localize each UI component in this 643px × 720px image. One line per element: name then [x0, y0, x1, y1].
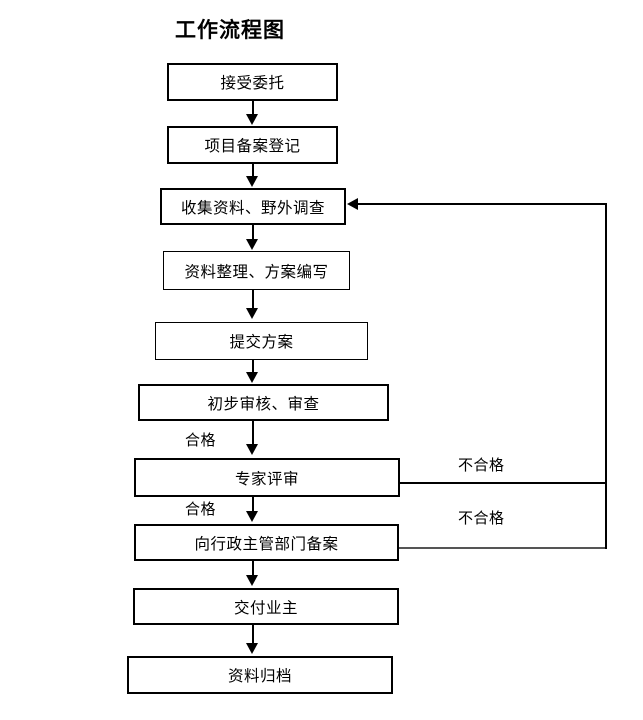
arrow-down-icon-1 — [246, 114, 258, 125]
arrow-down-icon-5 — [246, 372, 258, 383]
arrow-down-icon-9 — [246, 643, 258, 654]
connector-stem-6 — [252, 421, 254, 445]
arrow-down-icon-3 — [246, 239, 258, 250]
flow-node-project-filing-registration[interactable]: 项目备案登记 — [167, 126, 338, 164]
arrow-left-icon-feedback — [347, 198, 358, 210]
feedback-return-line-horizontal — [358, 203, 607, 205]
flow-node-expert-review[interactable]: 专家评审 — [134, 458, 400, 497]
arrow-down-icon-2 — [246, 176, 258, 187]
page-title: 工作流程图 — [175, 17, 285, 42]
arrow-down-icon-8 — [246, 575, 258, 586]
edge-label-unqualified-2: 不合格 — [456, 507, 507, 528]
connector-stem-5 — [252, 360, 254, 373]
connector-stem-8 — [252, 561, 254, 576]
arrow-down-icon-6 — [246, 444, 258, 455]
flow-node-deliver-to-owner[interactable]: 交付业主 — [133, 588, 399, 625]
flow-node-accept-entrustment[interactable]: 接受委托 — [167, 63, 338, 101]
edge-label-unqualified-1: 不合格 — [456, 454, 507, 475]
feedback-rail-vertical — [605, 204, 607, 484]
edge-label-qualified-1: 合格 — [183, 429, 219, 450]
flow-node-file-with-administrative-department[interactable]: 向行政主管部门备案 — [134, 524, 399, 561]
connector-stem-9 — [252, 625, 254, 645]
connector-stem-2 — [252, 164, 254, 177]
feedback-line-filing-horizontal — [399, 547, 607, 549]
connector-stem-7 — [252, 497, 254, 513]
connector-stem-4 — [252, 290, 254, 309]
flow-node-submit-plan[interactable]: 提交方案 — [155, 322, 368, 360]
arrow-down-icon-4 — [246, 308, 258, 319]
flow-node-archive-documents[interactable]: 资料归档 — [127, 656, 393, 694]
flow-node-collect-data-field-survey[interactable]: 收集资料、野外调查 — [160, 188, 346, 225]
flow-node-data-organization-plan-writing[interactable]: 资料整理、方案编写 — [163, 251, 350, 290]
arrow-down-icon-7 — [246, 511, 258, 522]
connector-stem-1 — [252, 101, 254, 117]
flow-node-preliminary-review[interactable]: 初步审核、审查 — [138, 384, 389, 421]
edge-label-qualified-2: 合格 — [183, 498, 219, 519]
feedback-line-expert-review-horizontal — [400, 482, 607, 484]
connector-stem-3 — [252, 225, 254, 240]
feedback-rail-vertical-lower — [605, 482, 607, 549]
